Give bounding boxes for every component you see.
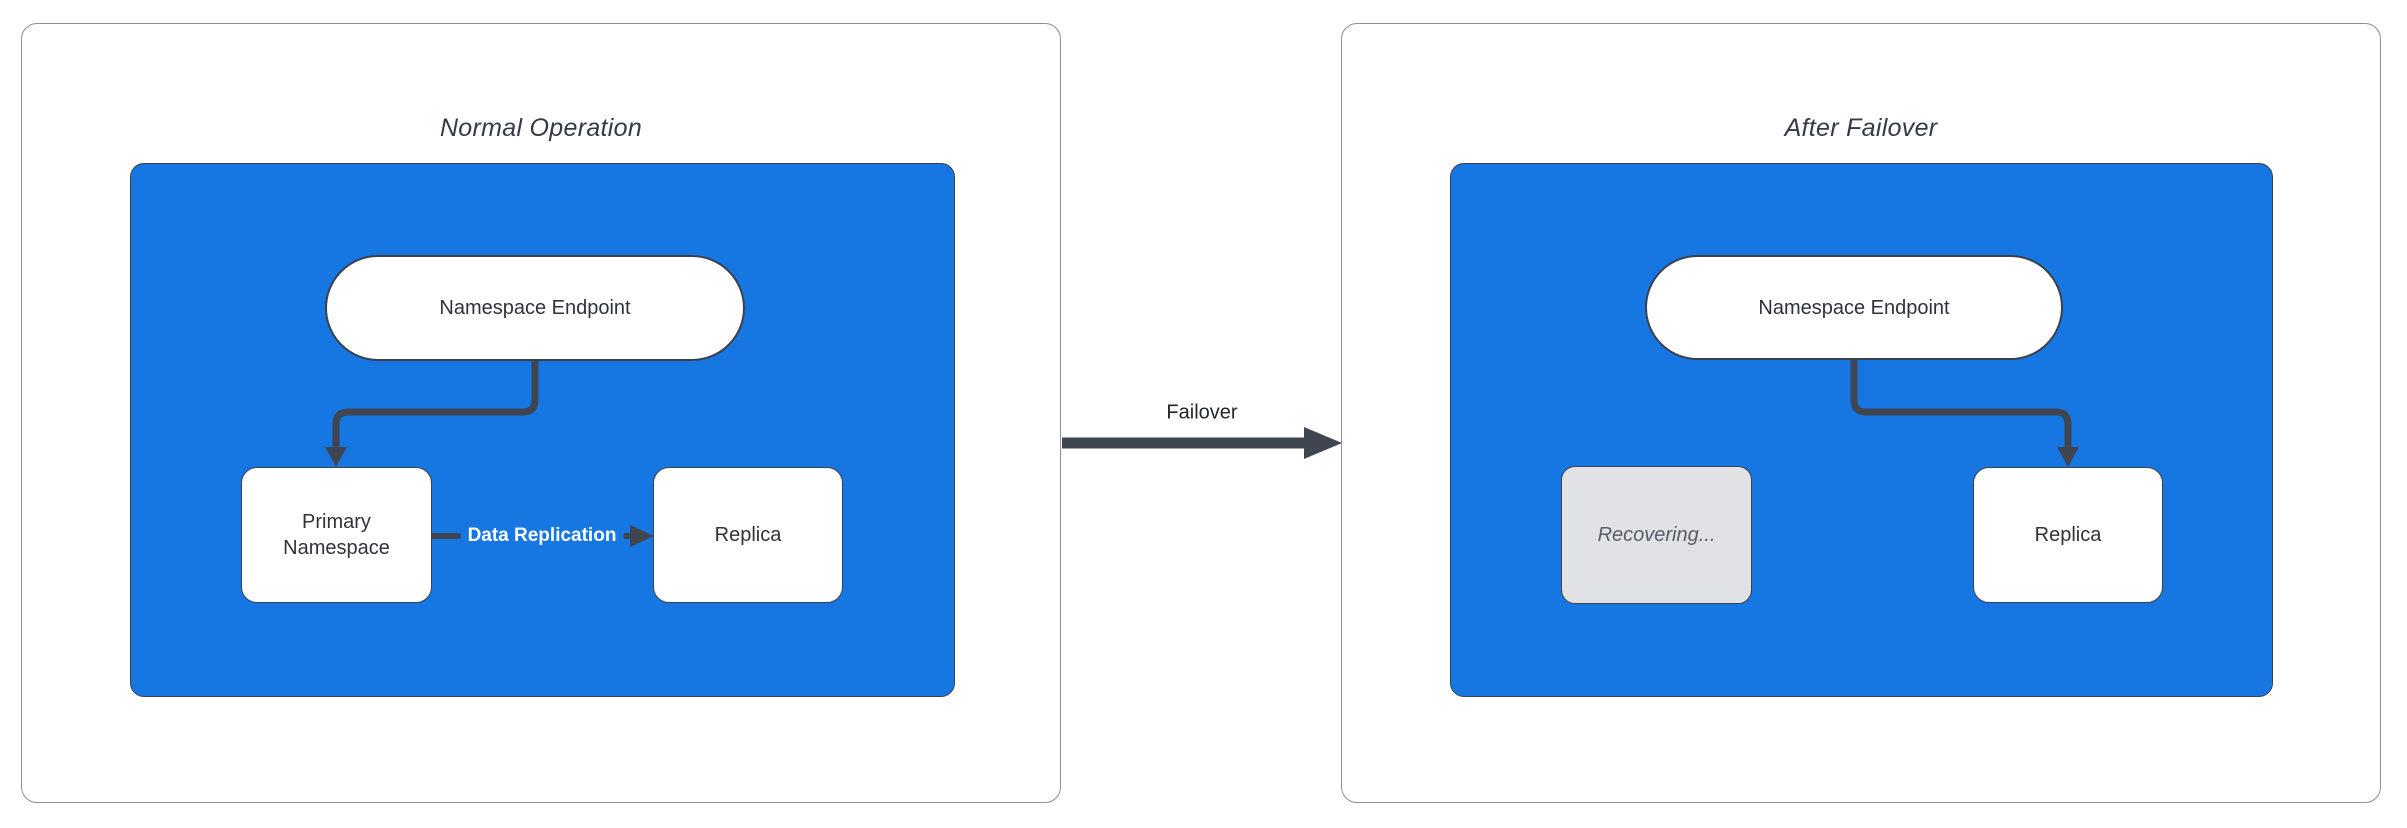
arrowhead-failover (1304, 427, 1342, 459)
node-primary-namespace: Primary Namespace (241, 467, 432, 603)
namespace-cluster-left (130, 163, 955, 697)
node-label: Namespace Endpoint (439, 297, 631, 319)
node-recovering: Recovering... (1561, 466, 1752, 604)
node-label: Replica (2034, 524, 2102, 546)
node-label: Replica (714, 524, 782, 546)
edge-label-failover: Failover (1166, 401, 1238, 424)
node-label: Recovering... (1597, 524, 1716, 546)
node-namespace-endpoint-right: Namespace Endpoint (1645, 255, 2063, 360)
panel-title-normal-operation: Normal Operation (439, 114, 643, 142)
node-replica-left: Replica (653, 467, 843, 603)
node-replica-right: Replica (1973, 467, 2163, 603)
node-label: Namespace Endpoint (1758, 296, 1950, 319)
edge-label-data-replication: Data Replication (460, 523, 624, 549)
node-namespace-endpoint-left: Namespace Endpoint (325, 255, 745, 361)
namespace-cluster-right (1450, 163, 2273, 697)
panel-title-after-failover: After Failover (1784, 114, 1938, 142)
node-label: Primary Namespace (283, 511, 390, 559)
